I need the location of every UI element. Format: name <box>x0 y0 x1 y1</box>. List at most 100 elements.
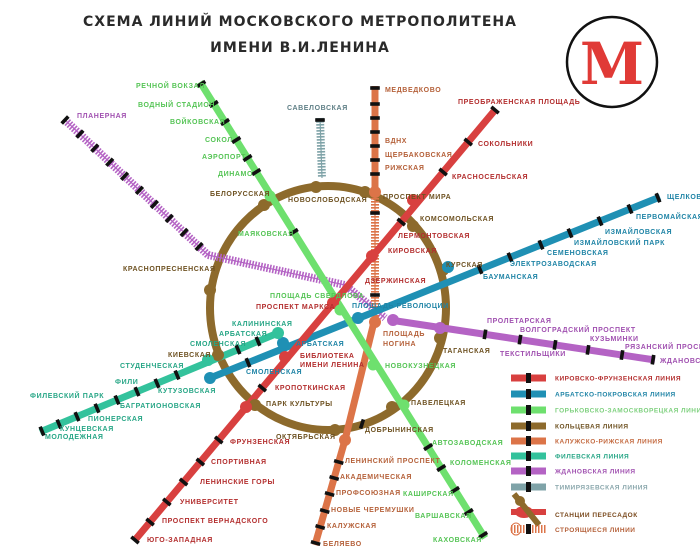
station-tick <box>134 185 145 196</box>
transfer-node <box>202 354 214 366</box>
kaluzhsko-rizhskaya-line <box>341 317 379 441</box>
station-label: ПЛОЩАДЬ РЕВОЛЮЦИИ <box>352 303 449 310</box>
station-tick <box>436 463 447 473</box>
station-label: ИЗМАЙЛОВСКАЯ <box>605 227 672 236</box>
station-tick <box>173 369 181 381</box>
station-label: АЭРОПОРТ <box>202 154 246 161</box>
station-label: ЮГО-ЗАПАДНАЯ <box>147 537 213 544</box>
station-tick <box>423 442 434 452</box>
transfer-node <box>434 322 446 334</box>
kirovsko-frunzenskaya-line <box>132 107 498 543</box>
station-label: РЯЗАНСКИЙ ПРОСПЕКТ <box>625 342 700 351</box>
station-tick <box>596 215 604 227</box>
station-label: ВОЛГОГРАДСКИЙ ПРОСПЕКТ <box>520 325 636 334</box>
station-label: ПАРК КУЛЬТУРЫ <box>266 401 333 408</box>
station-label: ПРОСПЕКТ МАРКСА <box>256 304 335 311</box>
station-tick <box>438 167 448 177</box>
station-label: ПЛАНЕРНАЯ <box>77 113 127 120</box>
legend: КИРОВСКО-ФРУНЗЕНСКАЯ ЛИНИЯАРБАТСКО-ПОКРО… <box>510 373 700 536</box>
transfer-node <box>279 351 291 363</box>
station-label: КУНЦЕВСКАЯ <box>60 426 114 433</box>
transfer-node <box>367 359 379 371</box>
station-tick <box>75 129 85 139</box>
station-label: УНИВЕРСИТЕТ <box>180 499 239 506</box>
station-tick <box>251 167 262 177</box>
legend-label: АРБАТСКО-ПОКРОВСКАЯ ЛИНИЯ <box>555 392 676 399</box>
station-label: АВТОЗАВОДСКАЯ <box>432 440 503 447</box>
station-label: ОКТЯБРЬСКАЯ <box>276 434 336 441</box>
map-subtitle: ИМЕНИ В.И.ЛЕНИНА <box>210 40 390 56</box>
station-label: СПОРТИВНАЯ <box>211 459 267 466</box>
station-tick <box>319 507 330 515</box>
station-tick <box>449 485 461 495</box>
legend-label: ЖДАНОВСКАЯ ЛИНИЯ <box>554 469 636 476</box>
station-tick <box>38 426 46 437</box>
station-label: ИЗМАЙЛОВСКИЙ ПАРК <box>574 238 665 247</box>
station-label: САВЕЛОВСКАЯ <box>287 105 348 112</box>
station-label: СМОЛЕНСКАЯ <box>190 341 246 348</box>
station-label: ФРУНЗЕНСКАЯ <box>230 439 290 446</box>
station-tick <box>585 344 591 355</box>
station-label: МОЛОДЕЖНАЯ <box>45 434 104 441</box>
transfer-node <box>329 424 341 436</box>
station-label: ПАВЕЛЕЦКАЯ <box>411 400 466 407</box>
station-label: ПРОСПЕКТ МИРА <box>383 194 451 201</box>
transfer-node <box>334 304 346 316</box>
station-label: БИБЛИОТЕКА <box>300 353 355 360</box>
station-tick <box>213 435 224 445</box>
legend-tick <box>526 389 531 399</box>
transfer-node <box>369 316 381 328</box>
station-label: ЭЛЕКТРОЗАВОДСКАЯ <box>510 261 597 268</box>
station-label: НОВОКУЗНЕЦКАЯ <box>385 363 456 370</box>
station-tick <box>333 458 344 466</box>
station-label: БЕЛЯЕВО <box>323 541 362 548</box>
station-label: СОКОЛЬНИКИ <box>478 141 533 148</box>
legend-tick <box>526 451 531 461</box>
station-tick <box>208 99 219 109</box>
station-tick <box>93 403 101 414</box>
legend-tick <box>526 421 531 431</box>
station-tick <box>257 383 268 393</box>
station-tick <box>619 350 625 361</box>
station-label: ПРОСПЕКТ ВЕРНАДСКОГО <box>162 518 268 525</box>
station-label: СЕМЕНОВСКАЯ <box>547 250 609 257</box>
station-tick <box>463 507 474 517</box>
station-label: ФИЛИ <box>115 379 138 386</box>
station-label: МЕДВЕДКОВО <box>385 87 441 94</box>
station-label: ВАРШАВСКАЯ <box>415 513 472 520</box>
transfer-node <box>204 372 216 384</box>
station-tick <box>358 418 366 430</box>
station-label: ПРЕОБРАЖЕНСКАЯ ПЛОЩАДЬ <box>458 99 580 106</box>
station-tick <box>650 354 656 365</box>
legend-tick <box>526 373 531 383</box>
station-label: КАЛУЖСКАЯ <box>327 523 377 530</box>
station-tick <box>242 153 253 163</box>
station-tick <box>517 334 523 345</box>
station-tick <box>133 386 141 397</box>
station-tick <box>194 241 204 252</box>
station-tick <box>490 105 500 115</box>
station-tick <box>626 203 634 215</box>
station-label: РЕЧНОЙ ВОКЗАЛ <box>136 81 205 90</box>
transfer-node <box>366 250 378 262</box>
station-tick <box>396 217 407 227</box>
station-label: ТАГАНСКАЯ <box>443 348 490 355</box>
transfer-node <box>264 190 276 202</box>
station-label: ПЛОЩАДЬ СВЕРДЛОВА <box>270 293 364 300</box>
station-label: АРБАТСКАЯ <box>219 331 267 338</box>
station-label: КРОПОТКИНСКАЯ <box>275 385 346 392</box>
station-tick <box>130 535 140 545</box>
station-label: ДОБРЫНИНСКАЯ <box>365 427 434 434</box>
legend-label: ТИМИРЯЗЕВСКАЯ ЛИНИЯ <box>555 485 648 492</box>
station-label: КРАСНОСЕЛЬСКАЯ <box>452 174 528 181</box>
station-tick <box>164 213 174 224</box>
station-tick <box>288 227 299 237</box>
station-ticks <box>38 79 662 547</box>
station-tick <box>478 530 489 540</box>
legend-tick <box>526 524 531 534</box>
station-label: ДЗЕРЖИНСКАЯ <box>365 278 426 285</box>
station-label: БАГРАТИОНОВСКАЯ <box>120 403 201 410</box>
station-label: ПЕРВОМАЙСКАЯ <box>636 212 700 221</box>
station-label: КАЛИНИНСКАЯ <box>232 321 293 328</box>
station-label: АРБАТСКАЯ <box>296 341 344 348</box>
